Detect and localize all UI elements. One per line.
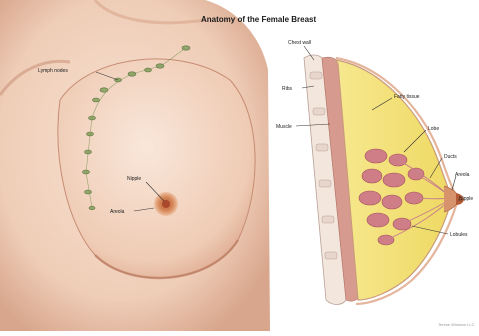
label-areola-right: Areola [455, 172, 470, 178]
label-nipple-right: Nipple [459, 196, 473, 202]
label-chest-wall: Chest wall [288, 40, 311, 46]
label-fatty-tissue: Fatty tissue [394, 94, 420, 100]
lymph-node [85, 190, 92, 194]
rib [325, 252, 337, 259]
label-nipple-left: Nipple [127, 176, 141, 182]
label-lobe: Lobe [428, 126, 439, 132]
label-ducts: Ducts [444, 154, 457, 160]
external-view: Lymph nodes Nipple Areola [0, 0, 270, 331]
lymph-node [93, 98, 100, 102]
label-lymph-nodes: Lymph nodes [38, 68, 68, 74]
image-credit: Terese Winslow LLC [438, 322, 475, 327]
lobule [359, 191, 381, 205]
lobule [383, 173, 405, 187]
label-lobules: Lobules [450, 232, 468, 238]
diagram-title: Anatomy of the Female Breast [201, 15, 316, 24]
label-ribs: Ribs [282, 86, 293, 92]
breast-left [58, 59, 255, 278]
rib [316, 144, 328, 151]
cross-section-view: Chest wall Ribs Muscle Fatty tissue Lobe… [276, 40, 473, 305]
lobule [382, 195, 402, 209]
rib [313, 108, 325, 115]
rib [310, 72, 322, 79]
lobule [365, 149, 387, 163]
lobule [362, 169, 382, 183]
label-muscle: Muscle [276, 124, 292, 130]
rib [319, 180, 331, 187]
rib [322, 216, 334, 223]
lobule [367, 213, 389, 227]
leader-areola-right [452, 176, 456, 190]
nipple-left [162, 200, 170, 208]
label-areola-left: Areola [110, 209, 125, 215]
